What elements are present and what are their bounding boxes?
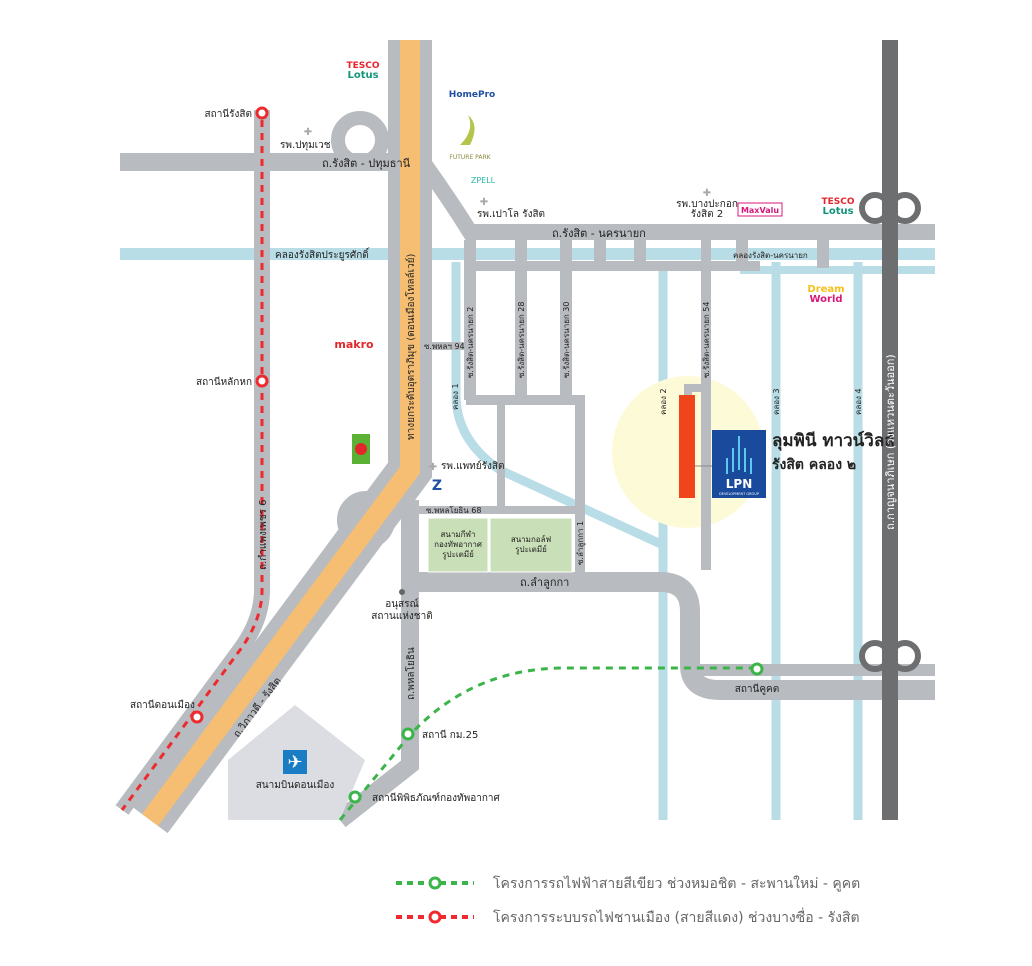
svg-text:ซ.รังสิต-นครนายก 54: ซ.รังสิต-นครนายก 54 <box>702 302 711 378</box>
svg-text:สถานีคูคต: สถานีคูคต <box>735 683 779 695</box>
svg-text:รพ.แพทย์รังสิต: รพ.แพทย์รังสิต <box>441 460 504 472</box>
svg-text:โครงการระบบรถไฟชานเมือง (สายสี: โครงการระบบรถไฟชานเมือง (สายสีแดง) ช่วงบ… <box>493 908 860 926</box>
lpn-logo: LPN DEVELOPMENT GROUP <box>712 430 766 498</box>
label-tollway: ทางยกระดับอุตราภิมุข (ดอนเมืองโทลล์เวย์) <box>404 253 417 440</box>
svg-text:อนุสรณ์: อนุสรณ์ <box>385 598 419 610</box>
svg-text:คลองรังสิต-นครนายก: คลองรังสิต-นครนายก <box>733 251 808 260</box>
svg-text:DEVELOPMENT GROUP: DEVELOPMENT GROUP <box>719 492 759 496</box>
project-subtitle: รังสิต คลอง ๒ <box>772 457 856 473</box>
homepro-logo: HomePro <box>449 90 495 100</box>
svg-text:สถานีรังสิต: สถานีรังสิต <box>205 108 252 120</box>
svg-text:ซ.รังสิต-นครนายก 28: ซ.รังสิต-นครนายก 28 <box>517 302 526 378</box>
svg-text:ซ.รังสิต-นครนายก 2: ซ.รังสิต-นครนายก 2 <box>466 307 475 378</box>
label-lam-luk-ka: ถ.ลำลูกกา <box>520 576 569 589</box>
svg-text:✚: ✚ <box>703 188 711 199</box>
maxvalu-logo: MaxValu <box>741 206 779 215</box>
svg-text:สถานีพิพิธภัณฑ์กองทัพอากาศ: สถานีพิพิธภัณฑ์กองทัพอากาศ <box>372 792 500 804</box>
svg-text:รังสิต 2: รังสิต 2 <box>691 209 723 220</box>
label-kamphaeng-phet-6: ถ.กำแพงเพชร 6 <box>258 499 269 570</box>
svg-text:รูปะเตมีย์: รูปะเตมีย์ <box>442 549 474 560</box>
station-museum-marker <box>348 790 362 804</box>
svg-text:โครงการรถไฟฟ้าสายสีเขียว ช่วงห: โครงการรถไฟฟ้าสายสีเขียว ช่วงหมอชิต - สะ… <box>493 875 860 892</box>
stadium-area <box>427 517 489 573</box>
station-khu-khot-marker <box>750 662 764 676</box>
svg-text:สนามกอล์ฟ: สนามกอล์ฟ <box>511 534 552 544</box>
roads <box>115 40 935 834</box>
svg-text:ซ.รังสิต-นครนายก 30: ซ.รังสิต-นครนายก 30 <box>562 302 571 378</box>
svg-text:คลองรังสิตประยูรศักดิ์: คลองรังสิตประยูรศักดิ์ <box>275 247 370 261</box>
svg-text:ซ.พหลฯ 94: ซ.พหลฯ 94 <box>424 342 465 351</box>
label-kanchanaphisek: ถ.กาญจนาภิเษก (วงแหวนตะวันออก) <box>884 354 897 530</box>
svg-text:คลอง 2: คลอง 2 <box>659 388 668 415</box>
svg-text:คลอง 4: คลอง 4 <box>854 388 863 415</box>
project-name: ลุมพินี ทาวน์วิลล์ <box>772 430 895 451</box>
legend-item-green-line: โครงการรถไฟฟ้าสายสีเขียว ช่วงหมอชิต - สะ… <box>396 875 860 892</box>
station-km25-marker <box>401 727 415 741</box>
svg-text:สถานแห่งชาติ: สถานแห่งชาติ <box>371 611 432 622</box>
station-rangsit-marker <box>255 106 269 120</box>
svg-text:✚: ✚ <box>480 197 488 208</box>
canals <box>120 248 935 820</box>
svg-text:สถานีหลักหก: สถานีหลักหก <box>196 376 252 388</box>
airplane-icon <box>283 750 307 774</box>
svg-text:ซ.พหลโยธิน 68: ซ.พหลโยธิน 68 <box>426 505 481 515</box>
zeer-logo: Z <box>432 478 442 494</box>
label-phaholyothin: ถ.พหลโยธิน <box>404 647 417 700</box>
svg-text:สนามกีฬา: สนามกีฬา <box>441 530 476 539</box>
expressway <box>859 40 921 820</box>
station-don-mueang-marker <box>190 710 204 724</box>
station-lak-hok-marker <box>255 374 269 388</box>
tollway <box>141 40 420 826</box>
label-rangsit-nakhon-nayok: ถ.รังสิต - นครนายก <box>552 227 646 240</box>
svg-text:รพ.บางปะกอก: รพ.บางปะกอก <box>676 199 738 210</box>
svg-text:LPN: LPN <box>726 477 752 491</box>
makro-logo: makro <box>334 338 374 351</box>
svg-text:รพ.ปทุมเวช: รพ.ปทุมเวช <box>280 140 331 151</box>
svg-text:รูปะเตมีย์: รูปะเตมีย์ <box>515 544 547 555</box>
golf-course-area <box>489 517 573 573</box>
tesco-logo-2: TESCO <box>821 197 854 207</box>
svg-text:World: World <box>809 294 842 305</box>
svg-text:กองทัพอากาศ: กองทัพอากาศ <box>434 540 482 549</box>
green-line <box>338 666 760 821</box>
svg-text:Lotus: Lotus <box>347 70 378 81</box>
svg-text:คลอง 1: คลอง 1 <box>451 383 460 410</box>
svg-text:สนามบินดอนเมือง: สนามบินดอนเมือง <box>256 779 335 791</box>
zpell-logo: ZPELL <box>471 176 496 185</box>
legend: โครงการรถไฟฟ้าสายสีเขียว ช่วงหมอชิต - สะ… <box>396 875 860 926</box>
svg-text:✈: ✈ <box>287 752 302 773</box>
road-lam-luk-ka <box>410 572 935 700</box>
label-rangsit-pathum: ถ.รังสิต - ปทุมธานี <box>322 157 411 170</box>
legend-item-red-line: โครงการระบบรถไฟชานเมือง (สายสีแดง) ช่วงบ… <box>396 908 860 926</box>
red-line <box>120 120 264 811</box>
svg-text:สถานีดอนเมือง: สถานีดอนเมือง <box>130 699 195 711</box>
svg-text:Lotus: Lotus <box>822 206 853 217</box>
svg-text:✚: ✚ <box>429 462 437 473</box>
svg-text:✚: ✚ <box>304 127 312 138</box>
project-site <box>679 395 695 498</box>
future-park-logo: FUTURE PARK <box>449 154 491 161</box>
svg-text:รพ.เปาโล รังสิต: รพ.เปาโล รังสิต <box>477 207 545 220</box>
tesco-logo: TESCO <box>346 61 379 71</box>
svg-text:ซ.ลำลูกกา 1: ซ.ลำลูกกา 1 <box>576 521 586 565</box>
dreamworld-logo: Dream <box>807 284 844 295</box>
svg-text:คลอง 3: คลอง 3 <box>772 388 781 415</box>
svg-text:สถานี กม.25: สถานี กม.25 <box>422 729 478 741</box>
